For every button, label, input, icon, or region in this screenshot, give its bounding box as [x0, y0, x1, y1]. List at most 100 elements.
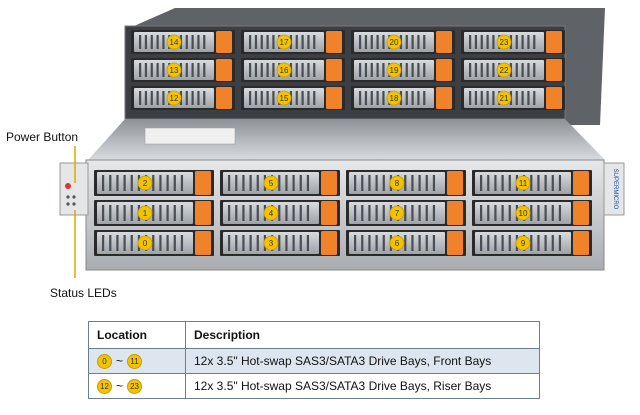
- table-row: 0~11 12x 3.5" Hot-swap SAS3/SATA3 Drive …: [88, 348, 540, 374]
- bay-number-badge: [389, 235, 405, 251]
- drive-tray[interactable]: 5: [220, 170, 340, 196]
- drive-tray[interactable]: 7: [346, 200, 466, 226]
- drive-tray[interactable]: 9: [472, 230, 592, 256]
- bay-number-label: 4: [269, 209, 274, 218]
- drive-tray-latch[interactable]: [326, 87, 342, 109]
- drive-tray[interactable]: 20: [351, 30, 455, 54]
- drive-tray[interactable]: 21: [461, 86, 565, 110]
- bay-number-badge: [389, 175, 405, 191]
- drive-tray-latch[interactable]: [216, 59, 232, 81]
- drive-tray[interactable]: 0: [94, 230, 214, 256]
- bay-number-label: 9: [521, 239, 526, 248]
- bay-number-badge: [496, 90, 512, 106]
- drive-tray[interactable]: 10: [472, 200, 592, 226]
- drive-tray[interactable]: 2: [94, 170, 214, 196]
- drive-bay-table: Location Description 0~11 12x 3.5" Hot-s…: [88, 321, 540, 399]
- location-cell: 0~11: [88, 348, 186, 374]
- bay-number-label: 2: [143, 179, 148, 188]
- drive-tray-latch[interactable]: [436, 59, 452, 81]
- bay-number-label: 17: [280, 38, 289, 47]
- power-button-icon[interactable]: [65, 183, 71, 189]
- drive-tray[interactable]: 3: [220, 230, 340, 256]
- drive-tray-latch[interactable]: [546, 87, 562, 109]
- drive-tray-latch[interactable]: [546, 59, 562, 81]
- drive-tray[interactable]: 8: [346, 170, 466, 196]
- drive-tray-latch[interactable]: [195, 171, 211, 195]
- bay-number-label: 21: [500, 94, 509, 103]
- drive-tray-latch[interactable]: [436, 31, 452, 53]
- drive-tray[interactable]: 13: [131, 58, 235, 82]
- table-header-row: Location Description: [88, 321, 540, 349]
- drive-tray-latch[interactable]: [216, 87, 232, 109]
- drive-tray[interactable]: 4: [220, 200, 340, 226]
- drive-tray-latch[interactable]: [447, 201, 463, 225]
- description-cell: 12x 3.5" Hot-swap SAS3/SATA3 Drive Bays,…: [185, 373, 540, 399]
- bay-number-badge: [137, 235, 153, 251]
- drive-tray-latch[interactable]: [321, 201, 337, 225]
- drive-tray-latch[interactable]: [195, 201, 211, 225]
- drive-tray-latch[interactable]: [216, 31, 232, 53]
- drive-tray[interactable]: 18: [351, 86, 455, 110]
- bay-number-badge: [166, 90, 182, 106]
- drive-tray[interactable]: 12: [131, 86, 235, 110]
- bay-number-badge: [386, 34, 402, 50]
- status-led-icon: [66, 202, 70, 206]
- bay-number-badge: [389, 205, 405, 221]
- drive-tray-latch[interactable]: [321, 171, 337, 195]
- bay-number-badge: [515, 235, 531, 251]
- bay-number-label: 11: [519, 179, 528, 188]
- drive-tray-latch[interactable]: [573, 201, 589, 225]
- bay-number-badge: 12: [97, 378, 112, 394]
- bay-number-label: 22: [500, 66, 509, 75]
- bay-number-badge: [137, 175, 153, 191]
- drive-tray[interactable]: 1: [94, 200, 214, 226]
- bay-number-badge: [137, 205, 153, 221]
- brand-vertical-label: SUPERMICRO: [612, 169, 618, 210]
- drive-tray[interactable]: 6: [346, 230, 466, 256]
- drive-tray-latch[interactable]: [447, 171, 463, 195]
- drive-tray-latch[interactable]: [195, 231, 211, 255]
- bay-number-label: 23: [500, 38, 509, 47]
- description-cell: 12x 3.5" Hot-swap SAS3/SATA3 Drive Bays,…: [185, 348, 540, 374]
- bay-number-badge: 11: [127, 353, 143, 369]
- range-tilde: ~: [116, 379, 124, 394]
- bay-number-label: 12: [170, 94, 179, 103]
- range-tilde: ~: [116, 354, 124, 369]
- drive-tray[interactable]: 17: [241, 30, 345, 54]
- description-header: Description: [185, 321, 540, 349]
- left-control-ear: [59, 162, 89, 216]
- drive-tray[interactable]: 22: [461, 58, 565, 82]
- drive-tray-latch[interactable]: [447, 231, 463, 255]
- bay-number-label: 5: [269, 179, 274, 188]
- drive-tray-latch[interactable]: [573, 231, 589, 255]
- bay-number-label: 0: [143, 239, 148, 248]
- drive-tray[interactable]: 14: [131, 30, 235, 54]
- bay-number-badge: [386, 62, 402, 78]
- status-led-icon: [72, 195, 76, 199]
- bay-number-badge: [276, 34, 292, 50]
- bay-number-label: 20: [390, 38, 399, 47]
- drive-tray[interactable]: 23: [461, 30, 565, 54]
- drive-tray[interactable]: 11: [472, 170, 592, 196]
- drive-tray[interactable]: 16: [241, 58, 345, 82]
- drive-tray-latch[interactable]: [326, 59, 342, 81]
- bay-number-label: 7: [395, 209, 400, 218]
- drive-tray[interactable]: 19: [351, 58, 455, 82]
- bay-number-badge: [515, 175, 531, 191]
- bay-number-badge: 23: [127, 378, 143, 394]
- bay-number-badge: [276, 90, 292, 106]
- bay-number-badge: [166, 62, 182, 78]
- drive-tray-latch[interactable]: [546, 31, 562, 53]
- riser-drive-bays: 14 17 20 23 13 16 19 22 12 15 18 21: [131, 30, 565, 110]
- drive-tray[interactable]: 15: [241, 86, 345, 110]
- drive-tray-latch[interactable]: [573, 171, 589, 195]
- drive-tray-latch[interactable]: [436, 87, 452, 109]
- drive-tray-latch[interactable]: [326, 31, 342, 53]
- location-cell: 12 ~23: [88, 373, 186, 399]
- bay-number-label: 16: [280, 66, 289, 75]
- bay-number-label: 15: [280, 94, 289, 103]
- bay-number-badge: [263, 205, 279, 221]
- drive-tray-latch[interactable]: [321, 231, 337, 255]
